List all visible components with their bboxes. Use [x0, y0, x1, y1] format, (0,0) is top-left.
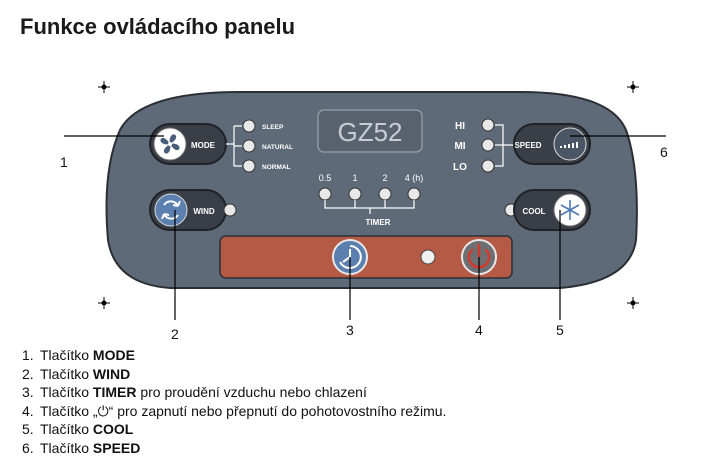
legend-item: 1.Tlačítko MODE [22, 347, 135, 363]
cool-button-label: COOL [522, 207, 545, 216]
callout-2: 2 [171, 326, 179, 342]
speed-button-label: SPEED [514, 141, 541, 150]
timer-bracket [324, 200, 415, 214]
display-window [317, 109, 423, 153]
wind-button[interactable]: WIND [149, 189, 227, 231]
timer-option-4h: 4 (h) [405, 173, 424, 183]
legend-item: 3.Tlačítko TIMER pro proudění vzduchu ne… [22, 384, 367, 401]
timer-option-2: 2 [382, 173, 387, 183]
mode-led-normal [242, 159, 256, 173]
speed-button[interactable]: SPEED [513, 123, 591, 165]
speed-option-mi: MI [454, 141, 465, 152]
mode-indicator-bracket [226, 125, 242, 167]
speed-led-lo [481, 159, 495, 173]
mode-option-normal: NORMAL [262, 164, 291, 171]
legend-item: 6.Tlačítko SPEED [22, 439, 141, 456]
swing-icon [154, 193, 188, 227]
speed-bracket [495, 124, 514, 167]
button-legend: 1.Tlačítko MODE 2.Tlačítko WIND 3.Tlačít… [22, 346, 446, 458]
speed-led-hi [481, 118, 495, 132]
callout-4: 4 [475, 322, 483, 338]
cool-button[interactable]: COOL [513, 189, 591, 231]
speed-option-hi: HI [455, 121, 465, 132]
speed-led-mi [481, 138, 495, 152]
display-text: GZ52 [337, 117, 402, 147]
timer-led-1 [348, 187, 362, 201]
legend-item: 5.Tlačítko COOL [22, 421, 134, 438]
legend-item: 2.Tlačítko WIND [22, 365, 131, 382]
standby-led [420, 249, 436, 265]
registration-marks [98, 81, 639, 309]
mode-led-sleep [242, 119, 256, 133]
page-title: Funkce ovládacího panelu [20, 14, 296, 39]
legend-item: 4.Tlačítko „⏻“ pro zapnutí nebo přepnutí… [22, 402, 447, 419]
timer-led-2 [378, 187, 392, 201]
mode-option-sleep: SLEEP [262, 124, 284, 131]
speed-option-lo: LO [453, 162, 467, 173]
wind-led [223, 203, 237, 217]
timer-led-4h [407, 187, 421, 201]
mode-button-label: MODE [191, 141, 216, 150]
callout-5: 5 [556, 322, 564, 338]
callout-3: 3 [346, 322, 354, 338]
callout-lines [64, 135, 666, 320]
timer-label: TIMER [366, 218, 391, 227]
callout-1: 1 [60, 154, 68, 170]
timer-option-1: 1 [352, 173, 357, 183]
timer-option-0-5: 0.5 [319, 173, 332, 183]
wind-button-label: WIND [193, 207, 215, 216]
mode-led-natural [242, 139, 256, 153]
mode-option-natural: NATURAL [262, 144, 293, 151]
callout-6: 6 [660, 144, 668, 160]
mode-button[interactable]: MODE [149, 123, 227, 165]
timer-led-0-5 [318, 187, 332, 201]
